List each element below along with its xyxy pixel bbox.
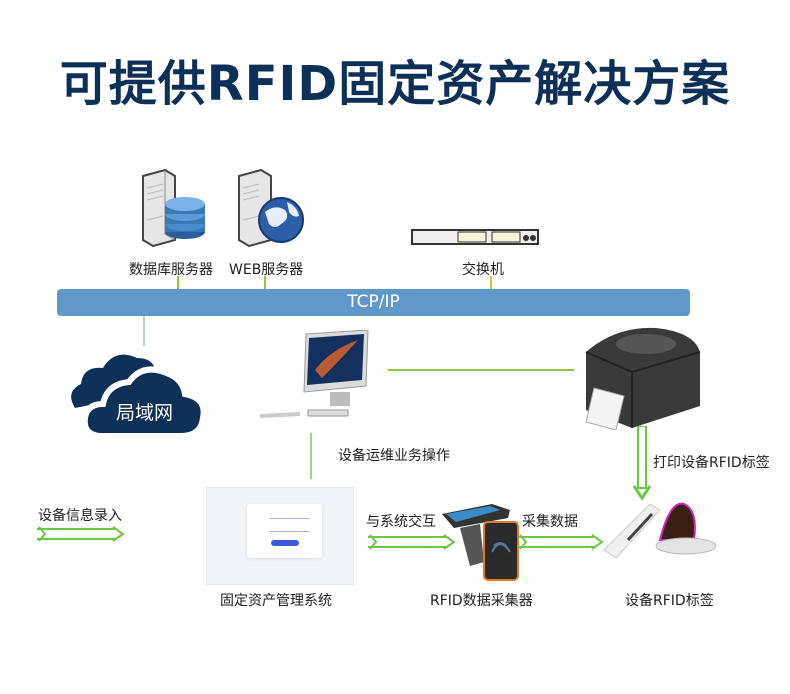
info-entry-arrow	[37, 526, 125, 542]
password-field	[269, 531, 309, 532]
interact-label: 与系统交互	[366, 514, 436, 530]
web-server-icon	[238, 168, 304, 248]
db-server-label: 数据库服务器	[129, 262, 213, 278]
connector-switch	[490, 276, 492, 290]
print-arrow-down	[632, 426, 652, 501]
connector-web	[264, 276, 266, 290]
switch-label: 交换机	[462, 262, 504, 278]
rfid-handheld-icon	[442, 504, 519, 581]
connector-ops	[310, 433, 312, 479]
page-title: 可提供RFID固定资产解决方案	[59, 56, 731, 112]
asset-system-label: 固定资产管理系统	[220, 593, 332, 609]
tcp-ip-bar: TCP/IP	[57, 289, 690, 316]
rfid-collector-label: RFID数据采集器	[430, 593, 533, 609]
rfid-tags-label: 设备RFID标签	[625, 593, 714, 609]
network-switch-icon	[411, 229, 539, 245]
info-entry-label: 设备信息录入	[38, 508, 122, 524]
print-tags-label: 打印设备RFID标签	[653, 455, 770, 471]
login-button	[271, 540, 299, 546]
device-ops-label: 设备运维业务操作	[338, 448, 450, 464]
login-card	[247, 504, 322, 558]
interact-arrow	[368, 534, 456, 550]
label-printer-icon	[585, 327, 701, 430]
username-field	[269, 518, 309, 519]
web-server-label: WEB服务器	[229, 262, 304, 278]
cloud-icon	[71, 354, 207, 439]
asset-system-screen	[206, 487, 354, 585]
connector-lan	[143, 316, 145, 346]
collect-arrow	[518, 534, 604, 550]
lan-label: 局域网	[116, 402, 174, 424]
rfid-tag-roll-icon	[603, 502, 717, 559]
desktop-computer-icon	[260, 330, 369, 418]
collect-label: 采集数据	[522, 514, 578, 530]
connector-computer-printer	[388, 369, 574, 371]
connector-db	[177, 276, 179, 290]
database-server-icon	[142, 168, 205, 248]
